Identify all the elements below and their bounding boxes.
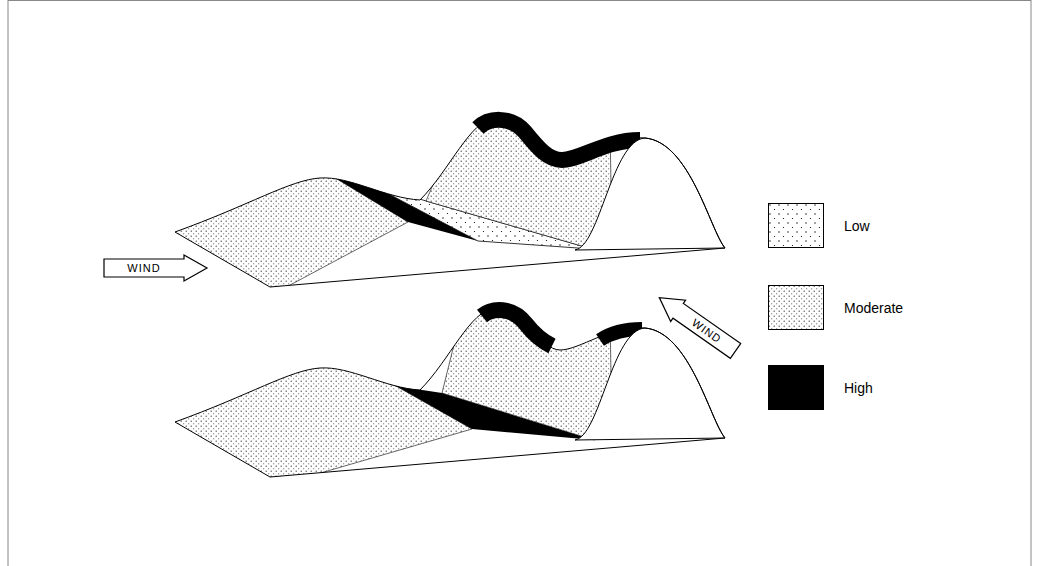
- high-zone: [478, 120, 640, 160]
- wind-arrow: WIND: [104, 254, 208, 282]
- legend-entry: Low: [768, 203, 870, 248]
- arrow-shape: [652, 287, 743, 362]
- wind-label: WIND: [104, 254, 184, 282]
- legend-label: High: [844, 380, 873, 396]
- legend-label: Low: [844, 218, 870, 234]
- legend-label: Moderate: [844, 300, 903, 316]
- dune-block: [150, 110, 725, 300]
- swatch-fill: [769, 286, 824, 330]
- moderate-zone: [150, 360, 472, 490]
- moderate-zone: [442, 300, 612, 440]
- frame-line: [1031, 0, 1032, 566]
- dune-block: [150, 300, 725, 490]
- legend-entry: Moderate: [768, 285, 903, 330]
- frame-line: [8, 0, 9, 566]
- legend-swatch: [768, 365, 824, 410]
- swatch-fill: [769, 366, 824, 410]
- arrow-shape: [104, 255, 207, 281]
- frame-line: [8, 0, 1031, 1]
- legend-swatch: [768, 285, 824, 330]
- legend-entry: High: [768, 365, 873, 410]
- swatch-fill: [769, 204, 824, 248]
- terrain-outline: [175, 118, 725, 287]
- legend-swatch: [768, 203, 824, 248]
- terrain: [575, 138, 725, 250]
- terrain-outline: [175, 308, 725, 477]
